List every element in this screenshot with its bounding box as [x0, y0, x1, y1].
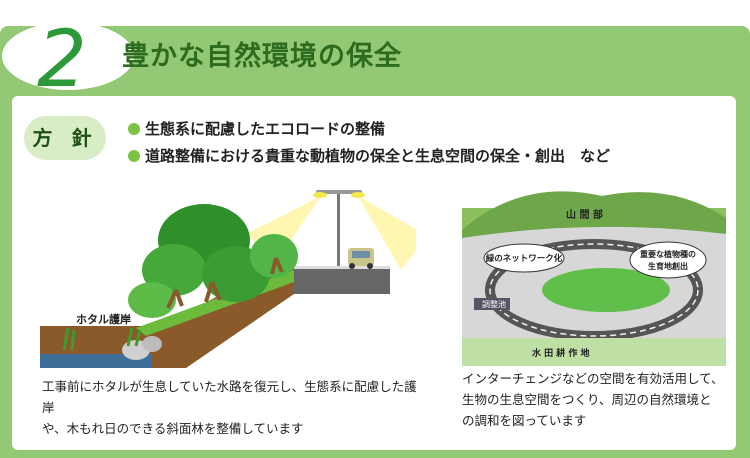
label-mountain: 山 間 部 — [566, 208, 603, 221]
interchange-illustration: 山 間 部 緑のネットワーク化 重要な植物種の 生育地創出 調整池 水 田 耕 … — [462, 191, 726, 366]
firefly-revetment-illustration: ホタル護岸 — [40, 190, 416, 368]
policy-item-text: 道路整備における貴重な動植物の保全と生息空間の保全・創出 など — [145, 147, 611, 165]
policy-badge: 方 針 — [24, 116, 106, 160]
caption-line: 生物の生息空間をつくり、周辺の自然環境と — [462, 392, 712, 407]
paddy-field — [462, 338, 726, 366]
car-wheel — [367, 263, 373, 269]
callout-habitat — [629, 241, 707, 279]
stone — [142, 336, 162, 352]
bullet-icon — [128, 150, 140, 162]
reeds — [62, 327, 142, 351]
lamp-pole — [337, 192, 340, 272]
section-number: 2 — [37, 15, 87, 100]
label-firefly-revetment: ホタル護岸 — [76, 312, 131, 326]
lamp-bulb — [313, 192, 327, 198]
road-lane — [489, 243, 699, 337]
mountain — [462, 191, 726, 240]
tree-trunks — [166, 257, 284, 309]
habitat-area — [542, 268, 670, 312]
label-habitat-line2: 生育地創出 — [648, 261, 688, 271]
tree — [128, 282, 176, 318]
label-pond: 調整池 — [482, 299, 506, 309]
green-frame-band — [0, 26, 750, 100]
water-channel — [40, 354, 152, 368]
number-ellipse — [2, 22, 134, 90]
regulating-pond — [474, 298, 510, 310]
policy-item: 生態系に配慮したエコロードの整備 — [128, 118, 385, 139]
label-green-network: 緑のネットワーク化 — [486, 253, 563, 264]
caption-line: インターチェンジなどの空間を有効活用して、 — [462, 371, 724, 386]
car-wheel — [349, 263, 355, 269]
callout-network — [483, 243, 565, 273]
road-edge — [294, 266, 390, 269]
caption-line: や、木もれ日のできる斜面林を整備しています — [42, 421, 304, 436]
lamp-arm — [316, 190, 362, 194]
caption-line: の調和を図っています — [462, 413, 587, 428]
tree — [250, 234, 298, 278]
page-title: 豊かな自然環境の保全 — [122, 41, 402, 72]
road — [294, 268, 390, 294]
left-caption: 工事前にホタルが生息していた水路を復元し、生態系に配慮した護岸 や、木もれ日ので… — [42, 376, 422, 439]
right-caption: インターチェンジなどの空間を有効活用して、 生物の生息空間をつくり、周辺の自然環… — [462, 368, 732, 431]
label-habitat-line1: 重要な植物種の — [640, 249, 696, 259]
car-window — [352, 251, 370, 258]
header-background: 2 — [0, 0, 750, 100]
label-paddy: 水 田 耕 作 地 — [532, 347, 590, 359]
policy-item-text: 生態系に配慮したエコロードの整備 — [145, 120, 386, 138]
caption-line: 工事前にホタルが生息していた水路を復元し、生態系に配慮した護岸 — [42, 379, 417, 415]
light-beam — [358, 196, 416, 270]
bullet-icon — [128, 123, 140, 135]
lamp-bulb — [351, 192, 365, 198]
policy-item: 道路整備における貴重な動植物の保全と生息空間の保全・創出 など — [128, 145, 610, 166]
